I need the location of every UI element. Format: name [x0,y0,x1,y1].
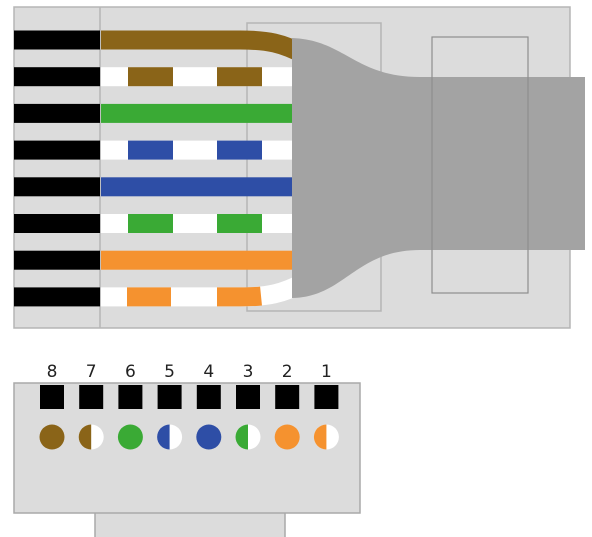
pin-number-4: 4 [203,362,214,382]
conductor-pin-4 [14,177,100,197]
conductor-pin-2 [14,250,100,270]
wire-end-stripe-3 [235,424,248,450]
conductor-pin-7 [14,67,100,87]
wire-pin-2 [101,250,293,270]
wire-pin-6 [101,103,293,123]
wire-end-stripe-5 [157,424,170,450]
wire-end-4 [196,424,222,450]
wire-pin-4 [101,177,293,197]
wire-stripe-pin-7-2 [217,67,262,87]
wire-end-stripe-1 [313,424,327,450]
pin-number-2: 2 [282,362,293,382]
pin-number-5: 5 [164,362,175,382]
pin-contact-1 [314,385,339,409]
front-pin-group [39,385,339,450]
pin-number-8: 8 [47,362,58,382]
wire-end-stripe-7 [78,424,92,450]
conductor-pin-3 [14,214,100,233]
pin-contact-8 [40,385,64,409]
wire-end-8 [39,424,65,450]
conductor-group [14,30,100,307]
conductor-pin-5 [14,140,100,160]
wire-stripe-pin-5-2 [217,140,262,160]
wire-stripe-pin-7-1 [128,67,173,87]
plug-front-view: 8 7 6 5 4 3 2 1 [13,362,361,537]
conductor-pin-8 [14,30,100,50]
pin-contact-7 [79,385,104,409]
wire-stripe-pin-1 [101,273,310,307]
plug-face [13,382,361,514]
plug-side-view [13,6,585,329]
wire-group [101,30,310,307]
wire-stripe-pin-3-2 [217,214,262,233]
cable-jacket [292,38,585,298]
wire-stripe-pin-3-1 [128,214,173,233]
conductor-pin-6 [14,103,100,123]
pin-number-6: 6 [125,362,136,382]
conductor-pin-1 [14,287,100,307]
latch-window-outline [431,36,529,294]
pin-contact-4 [196,385,221,409]
pin-number-7: 7 [86,362,97,382]
pin-number-1: 1 [321,362,332,382]
wire-end-6 [117,424,143,450]
pin-contact-5 [157,385,182,409]
pin-number-3: 3 [243,362,254,382]
pin-contact-3 [236,385,260,409]
pin-label-group: 8 7 6 5 4 3 2 1 [47,362,332,382]
pin-contact-2 [275,385,300,409]
wire-stripe-pin-5-1 [128,140,173,160]
pin-contact-6 [118,385,143,409]
wire-end-2 [274,424,300,450]
